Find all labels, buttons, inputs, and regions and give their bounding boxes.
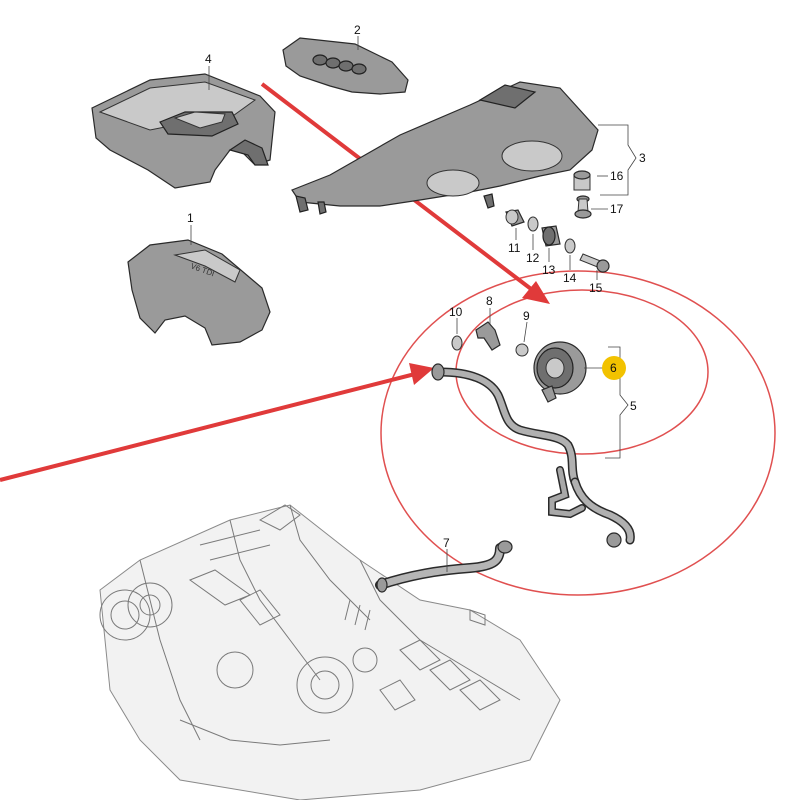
part-16-bushing [573, 170, 591, 191]
part-12-ring [527, 216, 539, 232]
part-4-engine-cover [91, 73, 276, 189]
callout-1: 1 [187, 211, 194, 225]
callout-5: 5 [630, 399, 637, 413]
part-2-cover-panel [282, 37, 409, 95]
outer-annotation-circle [380, 270, 776, 596]
callout-13: 13 [542, 263, 556, 277]
part-6-highlight-badge [602, 356, 626, 380]
part-14-ring [564, 238, 576, 254]
leader-lines [190, 36, 637, 572]
part-8-elbow [475, 321, 501, 351]
callout-11: 11 [508, 241, 521, 255]
callout-12: 12 [526, 251, 540, 265]
callout-15: 15 [589, 281, 603, 295]
arrow-to-hose-end [0, 372, 416, 482]
callout-labels: 1 2 3 4 5 6 7 8 9 10 11 12 13 14 15 16 1… [187, 23, 646, 550]
part-13-grommet [541, 225, 561, 247]
callout-10: 10 [449, 305, 463, 319]
engine-block [99, 504, 561, 800]
callout-3: 3 [639, 151, 646, 165]
part-5-breather-hose[interactable] [431, 363, 635, 548]
callout-8: 8 [486, 294, 493, 308]
part-1-engine-cover: V6 TDI [127, 239, 271, 346]
callout-6: 6 [610, 361, 617, 375]
part-11-bushing [505, 209, 525, 227]
part-15-bolt [579, 253, 610, 273]
highlight-rings [380, 270, 776, 596]
part-17-bolt [574, 195, 592, 219]
callout-16: 16 [610, 169, 624, 183]
callout-9: 9 [523, 309, 530, 323]
callout-4: 4 [205, 52, 212, 66]
arrow-to-hose-end-head [409, 363, 434, 385]
part-3-intake-shield [291, 81, 599, 215]
callout-7: 7 [443, 536, 450, 550]
part-7-lower-hose[interactable] [375, 540, 513, 593]
callout-14: 14 [563, 271, 577, 285]
part-6-oil-separator[interactable] [533, 341, 587, 403]
part-10-ring [451, 335, 463, 351]
callout-17: 17 [610, 202, 624, 216]
part-9-ring [515, 343, 529, 357]
callout-2: 2 [354, 23, 361, 37]
arrow-to-separator-head [522, 281, 550, 304]
